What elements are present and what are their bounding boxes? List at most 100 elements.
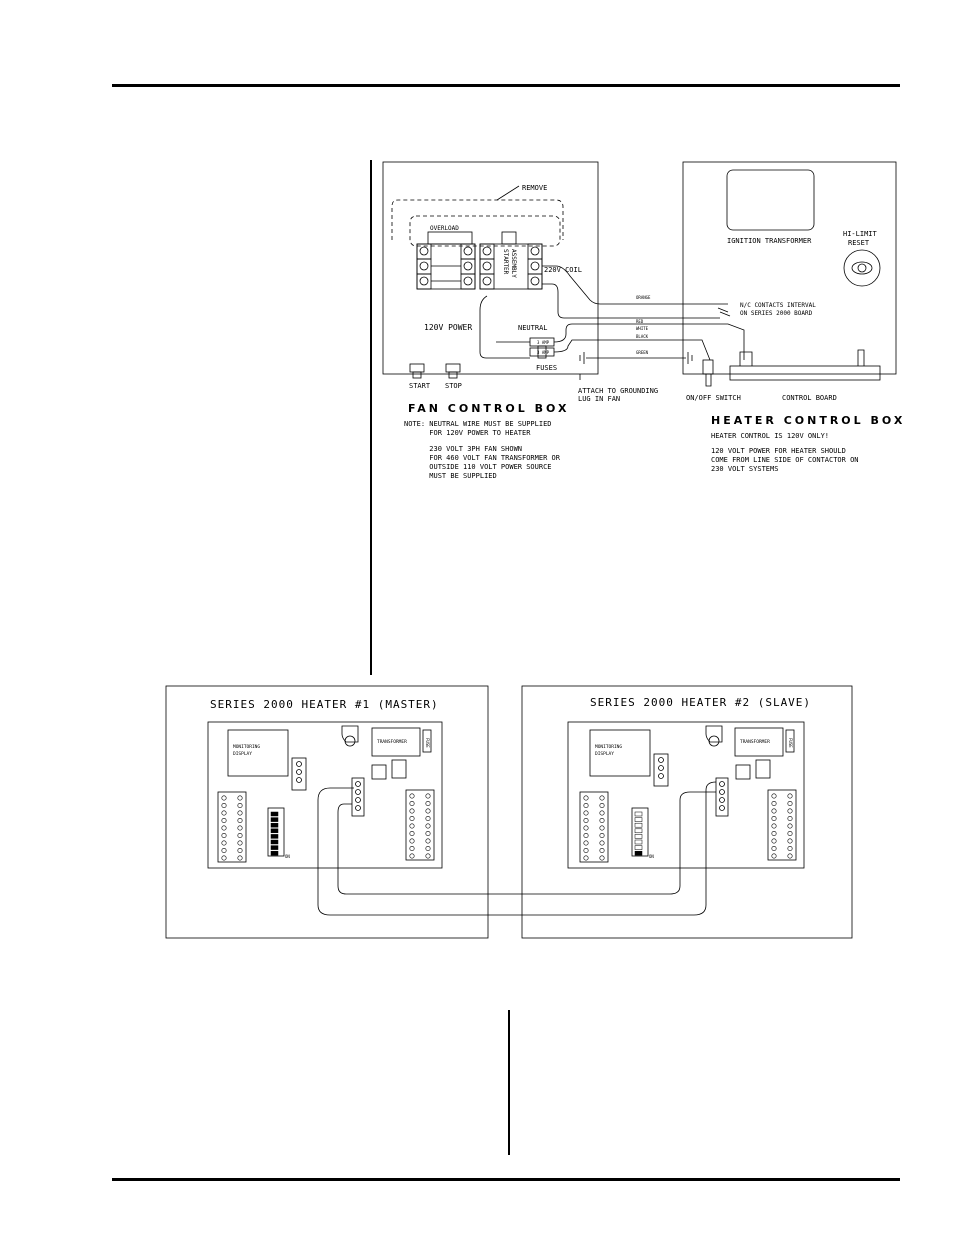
terminal-hole <box>787 793 793 799</box>
terminal-hole <box>221 802 227 808</box>
terminal-hole <box>409 823 415 829</box>
terminal-hole <box>221 810 227 816</box>
terminal-hole <box>237 855 243 861</box>
terminal-hole <box>599 795 605 801</box>
fan-note-6: MUST BE SUPPLIED <box>404 472 497 480</box>
ignition-transformer-label: IGNITION TRANSFORMER <box>727 237 812 245</box>
terminal-hole <box>771 800 777 806</box>
terminal-hole <box>771 845 777 851</box>
terminal-hole <box>599 847 605 853</box>
power-label: 120V POWER <box>424 323 472 332</box>
overload-label: OVERLOAD <box>430 225 459 232</box>
terminal-hole <box>787 800 793 806</box>
fan-note-1: NOTE: NEUTRAL WIRE MUST BE SUPPLIED <box>404 420 552 428</box>
heater-2-display-1: MONITORING <box>595 744 622 750</box>
terminal-hole <box>409 815 415 821</box>
interconnect-outer <box>317 781 717 916</box>
terminal-hole <box>237 840 243 846</box>
dip-switch <box>634 817 643 822</box>
wire-red-label: RED <box>636 319 644 324</box>
starter-label-2: ASSEMBLY <box>510 249 517 278</box>
terminal-hole <box>409 808 415 814</box>
wire-black <box>553 339 711 361</box>
heater-control-box <box>682 161 897 375</box>
terminal-hole <box>771 823 777 829</box>
heater-2-fuse: FUSE <box>788 738 793 748</box>
terminal-hole <box>583 810 589 816</box>
wire-white <box>553 323 745 360</box>
on-off-switch <box>702 359 714 387</box>
hi-limit-label-2: RESET <box>848 239 870 247</box>
heater-note-2: 120 VOLT POWER FOR HEATER SHOULD <box>711 447 846 455</box>
nc-contacts-1: N/C CONTACTS INTERVAL <box>740 302 816 309</box>
dip-switch <box>270 828 279 834</box>
ground-attach-2: LUG IN FAN <box>578 395 620 403</box>
coil-label: 220V COIL <box>544 266 582 274</box>
dip-switch <box>270 834 279 839</box>
starter-assembly <box>479 231 543 290</box>
terminal-hole <box>221 825 227 831</box>
terminal-hole <box>787 815 793 821</box>
terminal-hole <box>583 795 589 801</box>
remove-wire-dashed <box>391 199 564 240</box>
wire-neutral <box>479 295 530 359</box>
nc-contacts-2: ON SERIES 2000 BOARD <box>740 310 813 317</box>
fan-note-2: FOR 120V POWER TO HEATER <box>404 429 531 437</box>
terminal-hole <box>583 817 589 823</box>
control-board-label: CONTROL BOARD <box>782 394 837 402</box>
heater-note-1: HEATER CONTROL IS 120V ONLY! <box>711 432 829 440</box>
dip-switch <box>634 850 643 856</box>
fan-note-5: OUTSIDE 110 VOLT POWER SOURCE <box>404 463 552 471</box>
column-divider-bottom <box>508 1010 510 1155</box>
terminal-hole <box>787 808 793 814</box>
dip-switch <box>270 845 279 850</box>
terminal-hole <box>583 855 589 861</box>
terminal-hole <box>237 810 243 816</box>
wire-orange-label: ORANGE <box>636 295 651 300</box>
ground-attach-1: ATTACH TO GROUNDING <box>578 387 658 395</box>
terminal-hole <box>583 840 589 846</box>
terminal-hole <box>425 838 431 844</box>
stop-button <box>445 363 461 379</box>
wire-green-label: GREEN <box>636 350 649 355</box>
heater-1-display-1: MONITORING <box>233 744 260 750</box>
terminal-hole <box>599 840 605 846</box>
fuses <box>529 337 555 359</box>
start-button <box>409 363 425 379</box>
neutral-label: NEUTRAL <box>518 324 548 332</box>
hi-limit-reset <box>843 249 881 287</box>
terminal-hole <box>221 840 227 846</box>
terminal-hole <box>771 853 777 859</box>
ignition-transformer <box>726 169 815 231</box>
heater-2-board <box>567 721 805 869</box>
heater-1-transformer: TRANSFORMER <box>377 739 407 745</box>
terminal-hole <box>599 855 605 861</box>
wire-red <box>542 283 720 319</box>
terminal-hole <box>599 802 605 808</box>
heater-box-title: HEATER CONTROL BOX <box>711 414 905 427</box>
terminal-hole <box>583 802 589 808</box>
heater-1-display-2: DISPLAY <box>233 751 252 757</box>
terminal-hole <box>599 817 605 823</box>
terminal-hole <box>221 817 227 823</box>
interconnect-inner <box>337 791 716 895</box>
control-board <box>729 365 881 381</box>
footer-rule <box>112 1178 900 1181</box>
terminal-hole <box>771 793 777 799</box>
heater-note-3: COME FROM LINE SIDE OF CONTACTOR ON <box>711 456 859 464</box>
terminal-hole <box>237 847 243 853</box>
wire-white-label: WHITE <box>636 326 649 331</box>
terminal-hole <box>787 845 793 851</box>
fan-note-3: 230 VOLT 3PH FAN SHOWN <box>404 445 522 453</box>
terminal-hole <box>425 793 431 799</box>
dip-switch <box>634 845 643 850</box>
terminal-hole <box>237 832 243 838</box>
heater-note-4: 230 VOLT SYSTEMS <box>711 465 778 473</box>
terminal-hole <box>409 830 415 836</box>
dip-switch <box>634 828 643 834</box>
fuse-value-2: 3 AMP <box>537 350 550 355</box>
heater-1-board <box>207 721 443 869</box>
terminal-hole <box>425 853 431 859</box>
stop-label: STOP <box>445 382 462 390</box>
fan-note-4: FOR 460 VOLT FAN TRANSFORMER OR <box>404 454 561 462</box>
